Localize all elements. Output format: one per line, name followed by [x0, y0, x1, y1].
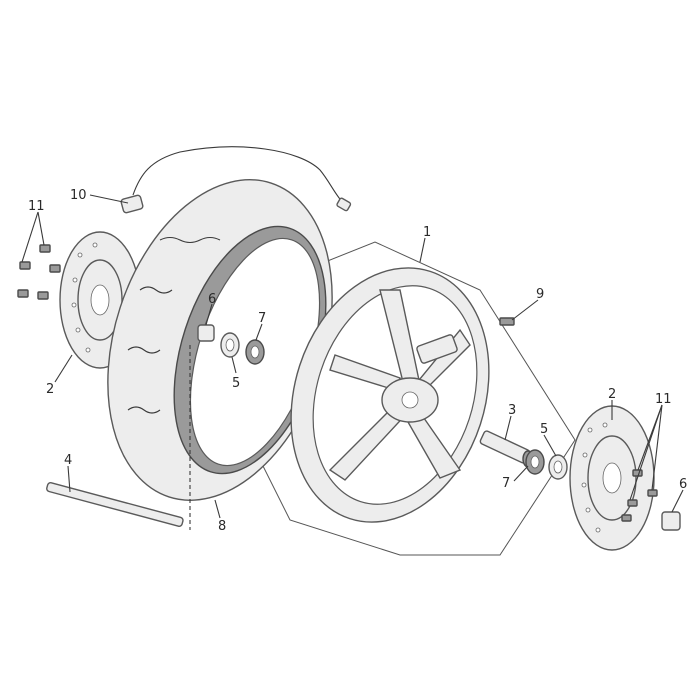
left-disc-bolts [17, 244, 61, 300]
wheel-axle [46, 345, 191, 530]
callout-11-right: 11 [655, 392, 672, 407]
callout-6-left: 6 [208, 292, 216, 307]
callout-10: 10 [70, 188, 87, 203]
leader-lines [21, 194, 684, 519]
left-spacer [197, 324, 215, 342]
callout-11-left: 11 [28, 199, 45, 214]
sensor-bolt [499, 317, 515, 326]
right-brake-disc [569, 405, 655, 551]
callout-5-right: 5 [540, 422, 548, 437]
callout-1: 1 [423, 225, 431, 240]
callout-7-right: 7 [502, 476, 510, 491]
right-disc-bolts [621, 469, 658, 522]
speed-sensor-cable [120, 146, 352, 214]
callout-5-left: 5 [232, 376, 240, 391]
callout-8: 8 [218, 519, 226, 534]
callout-3: 3 [508, 403, 516, 418]
callout-9: 9 [536, 287, 544, 302]
sensor-plate [416, 334, 458, 364]
callout-6-right: 6 [679, 477, 687, 492]
callout-7-left: 7 [258, 311, 266, 326]
right-spacer [661, 511, 681, 531]
callout-2-left: 2 [46, 382, 54, 397]
callout-4: 4 [64, 453, 72, 468]
callout-2-right: 2 [608, 387, 616, 402]
